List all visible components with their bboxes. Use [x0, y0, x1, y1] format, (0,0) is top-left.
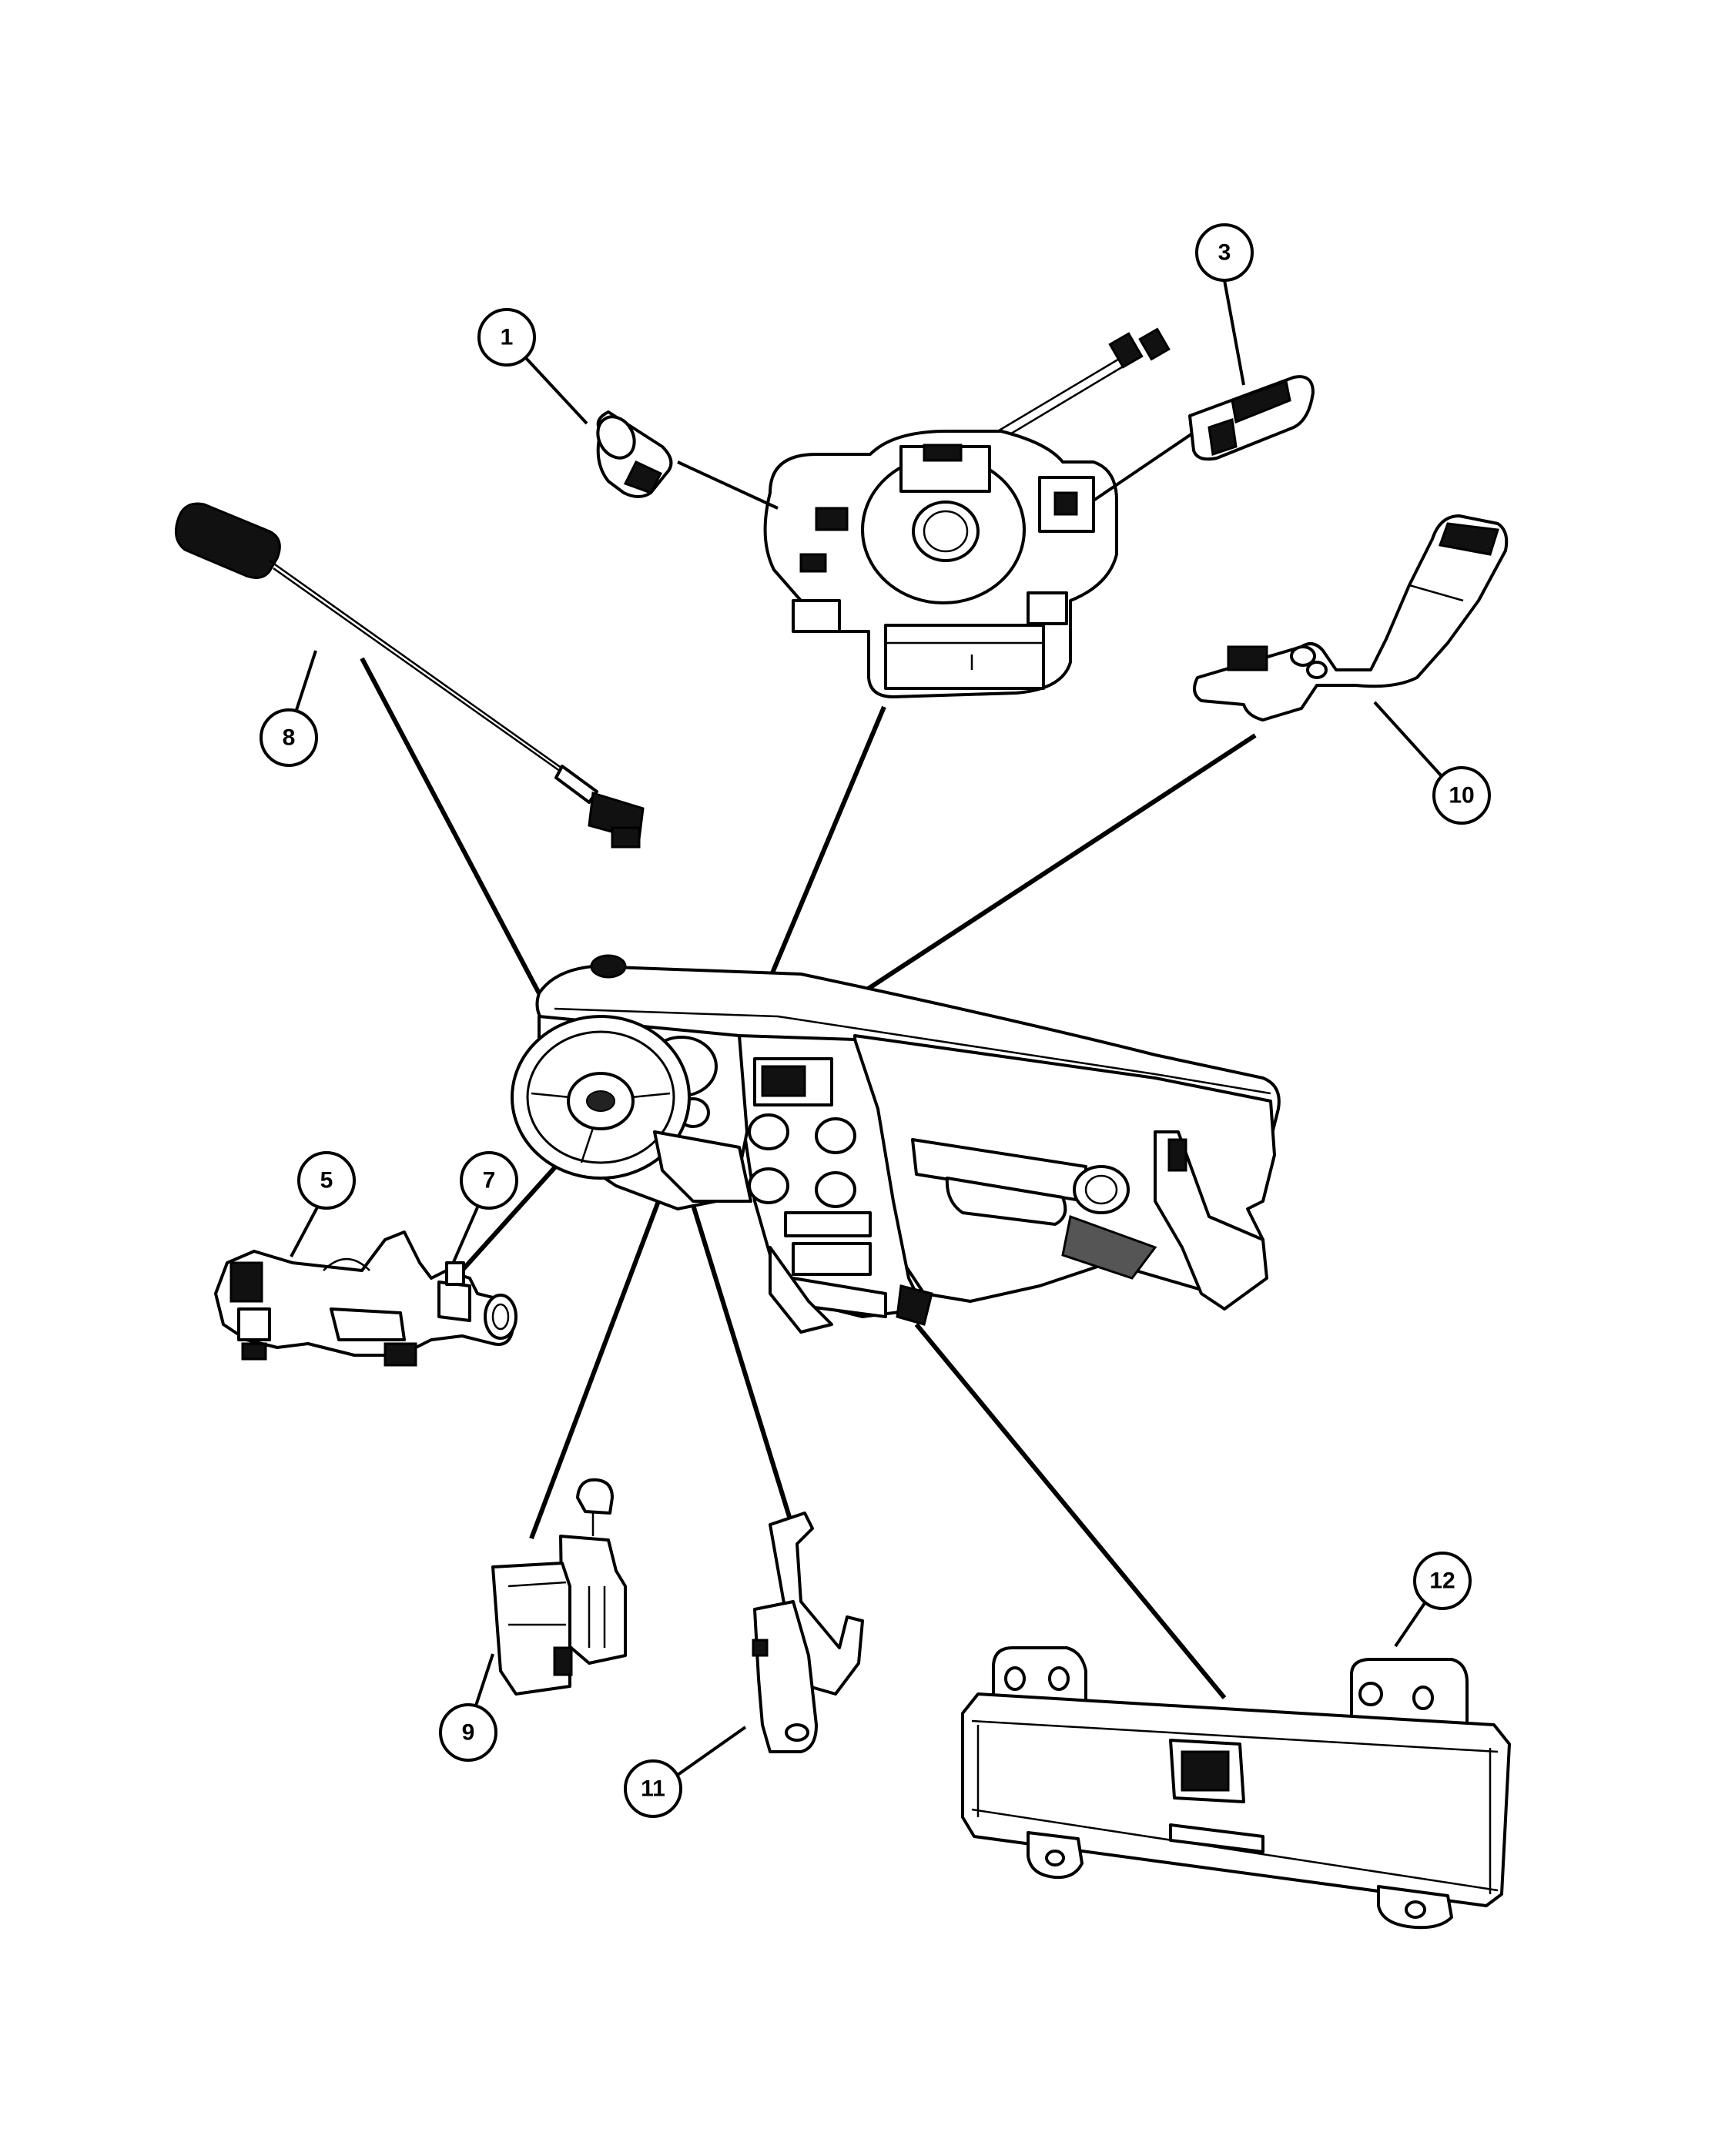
- callout-11-label: 11: [641, 1776, 665, 1802]
- callout-1-label: 1: [501, 325, 514, 350]
- callout-5[interactable]: 5: [290, 1151, 356, 1257]
- wiper-lever-bracket: [1193, 514, 1509, 721]
- callout-11[interactable]: 11: [624, 1726, 747, 1818]
- control-module: [961, 1646, 1511, 1930]
- callout-3-label: 3: [1218, 240, 1231, 266]
- callout-7-label: 7: [483, 1168, 496, 1194]
- callout-5-label: 5: [320, 1168, 333, 1194]
- callout-12-label: 12: [1429, 1568, 1455, 1594]
- callout-8-label: 8: [283, 725, 296, 751]
- clutch-position-sensor: [752, 1512, 864, 1753]
- callout-1[interactable]: 1: [477, 308, 588, 425]
- multifunction-switch-assembly: [596, 327, 1315, 698]
- callout-10[interactable]: 10: [1373, 701, 1491, 825]
- brake-lamp-switch: [491, 1478, 627, 1696]
- callout-7[interactable]: 7: [449, 1151, 518, 1270]
- callout-3[interactable]: 3: [1195, 223, 1254, 386]
- callout-9-label: 9: [462, 1720, 475, 1746]
- callout-12[interactable]: 12: [1394, 1552, 1472, 1648]
- callout-8[interactable]: 8: [260, 650, 318, 767]
- shift-lever-cable: [174, 502, 645, 849]
- dashboard-assembly: [511, 954, 1281, 1334]
- leader-lines: [360, 657, 1257, 1699]
- callout-10-label: 10: [1449, 783, 1474, 808]
- callout-9[interactable]: 9: [439, 1653, 497, 1762]
- ignition-switch-assembly: [214, 1230, 518, 1367]
